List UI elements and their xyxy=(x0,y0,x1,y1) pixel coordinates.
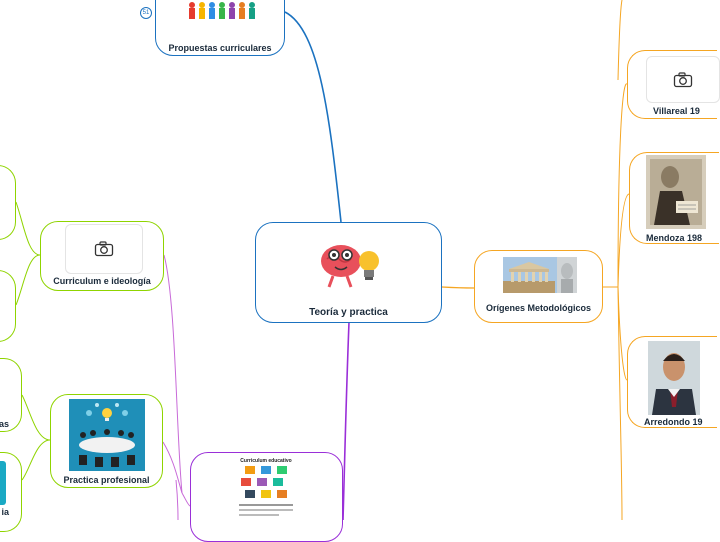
node-villareal[interactable]: Villareal 19 xyxy=(627,50,720,119)
node-partial-left-2[interactable] xyxy=(0,270,16,342)
central-topic-node[interactable]: Teoría y practica xyxy=(255,222,442,323)
camera-icon xyxy=(94,241,114,257)
node-label: Practica profesional xyxy=(63,475,150,485)
node-curriculum-ideologia[interactable]: Curriculum e ideología xyxy=(40,221,164,291)
portrait-engraving-image xyxy=(646,155,706,229)
node-label: Arredondo 19 xyxy=(644,417,703,427)
child-count-badge[interactable]: 51 xyxy=(140,7,152,19)
people-group-image xyxy=(186,1,256,19)
image-placeholder xyxy=(646,56,720,103)
node-partial-left-4[interactable]: ia xyxy=(0,452,22,532)
greek-temple-image xyxy=(503,257,577,293)
node-label: Mendoza 198 xyxy=(646,233,703,243)
portrait-photo-image xyxy=(648,341,700,415)
node-partial-left-3[interactable]: as xyxy=(0,358,22,432)
image-placeholder xyxy=(65,224,143,274)
node-mendoza[interactable]: Mendoza 198 xyxy=(629,152,719,244)
node-label: Curriculum e ideología xyxy=(53,276,151,286)
node-label: Orígenes Metodológicos xyxy=(485,303,591,313)
brain-lightbulb-icon xyxy=(317,239,381,289)
camera-icon xyxy=(673,71,693,87)
node-label: as xyxy=(0,419,9,429)
curriculum-infographic-image: Curriculum educativo xyxy=(231,457,301,521)
node-practica-profesional[interactable]: Practica profesional xyxy=(50,394,163,488)
node-label: ia xyxy=(1,507,9,517)
node-label: Propuestas curriculares xyxy=(168,43,272,53)
node-partial-left-1[interactable] xyxy=(0,165,16,240)
meeting-illustration-image xyxy=(69,399,145,471)
node-origenes-metodologicos[interactable]: Orígenes Metodológicos xyxy=(474,250,603,323)
node-arredondo[interactable]: Arredondo 19 xyxy=(627,336,717,428)
teal-image xyxy=(0,461,6,505)
node-propuestas-curriculares[interactable]: Propuestas curriculares xyxy=(155,0,285,56)
connector-lines xyxy=(15,0,630,521)
infographic-title: Curriculum educativo xyxy=(240,458,292,464)
node-curriculum-educativo[interactable]: Curriculum educativo xyxy=(190,452,343,542)
node-label: Villareal 19 xyxy=(653,106,700,116)
central-topic-title: Teoría y practica xyxy=(309,307,388,318)
